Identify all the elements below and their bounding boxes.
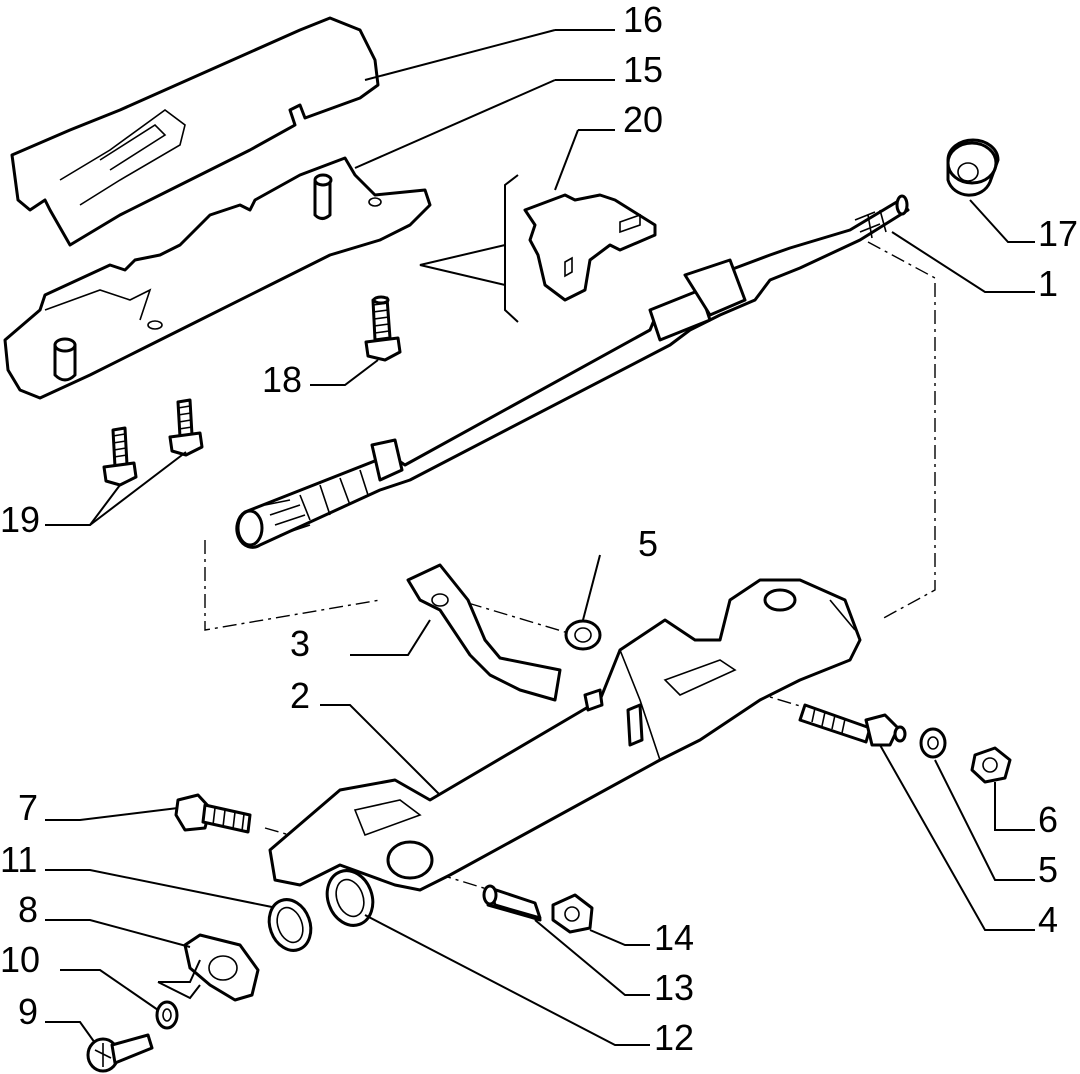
callout-13: 13 bbox=[654, 967, 694, 1008]
callout-16: 16 bbox=[623, 0, 663, 40]
callout-2: 2 bbox=[290, 675, 310, 716]
part-8-plate bbox=[183, 933, 260, 1002]
part-1-steering-shaft bbox=[235, 194, 910, 549]
callout-19: 19 bbox=[0, 499, 40, 540]
part-5-washer-right bbox=[919, 727, 947, 759]
callout-15: 15 bbox=[623, 49, 663, 90]
callout-8: 8 bbox=[18, 889, 38, 930]
callout-12: 12 bbox=[654, 1017, 694, 1058]
callout-1: 1 bbox=[1038, 263, 1058, 304]
part-10-washer bbox=[155, 1000, 179, 1030]
callout-5-top: 5 bbox=[638, 523, 658, 564]
callout-14: 14 bbox=[654, 917, 694, 958]
callout-5-right: 5 bbox=[1038, 849, 1058, 890]
part-16-upper-cover bbox=[10, 16, 380, 247]
part-5-washer-top bbox=[564, 619, 602, 651]
callout-20: 20 bbox=[623, 99, 663, 140]
callout-11: 11 bbox=[0, 839, 37, 880]
part-17-bushing bbox=[946, 138, 1000, 197]
part-12-bearing bbox=[325, 869, 375, 927]
leader-lines bbox=[45, 29, 1035, 1046]
part-9-screw bbox=[86, 1033, 154, 1073]
part-3-support-bracket bbox=[406, 563, 562, 702]
part-19-bolts bbox=[102, 398, 204, 487]
part-2-column-tube bbox=[268, 578, 862, 892]
callout-4: 4 bbox=[1038, 899, 1058, 940]
callout-10: 10 bbox=[0, 939, 40, 980]
callout-17: 17 bbox=[1038, 213, 1078, 254]
part-15-lower-cover bbox=[3, 156, 432, 400]
part-6-nut bbox=[970, 746, 1012, 784]
callout-3: 3 bbox=[290, 623, 310, 664]
callout-18: 18 bbox=[262, 359, 302, 400]
part-4-long-bolt bbox=[798, 703, 907, 747]
callout-9: 9 bbox=[18, 991, 38, 1032]
part-20-bracket bbox=[419, 174, 657, 323]
callout-6: 6 bbox=[1038, 799, 1058, 840]
part-11-ring bbox=[267, 898, 313, 952]
part-18-bolt bbox=[364, 295, 402, 362]
part-7-bolt bbox=[174, 793, 252, 834]
part-13-sleeve bbox=[482, 884, 542, 922]
callout-7: 7 bbox=[18, 787, 38, 828]
part-14-nut bbox=[551, 893, 594, 934]
